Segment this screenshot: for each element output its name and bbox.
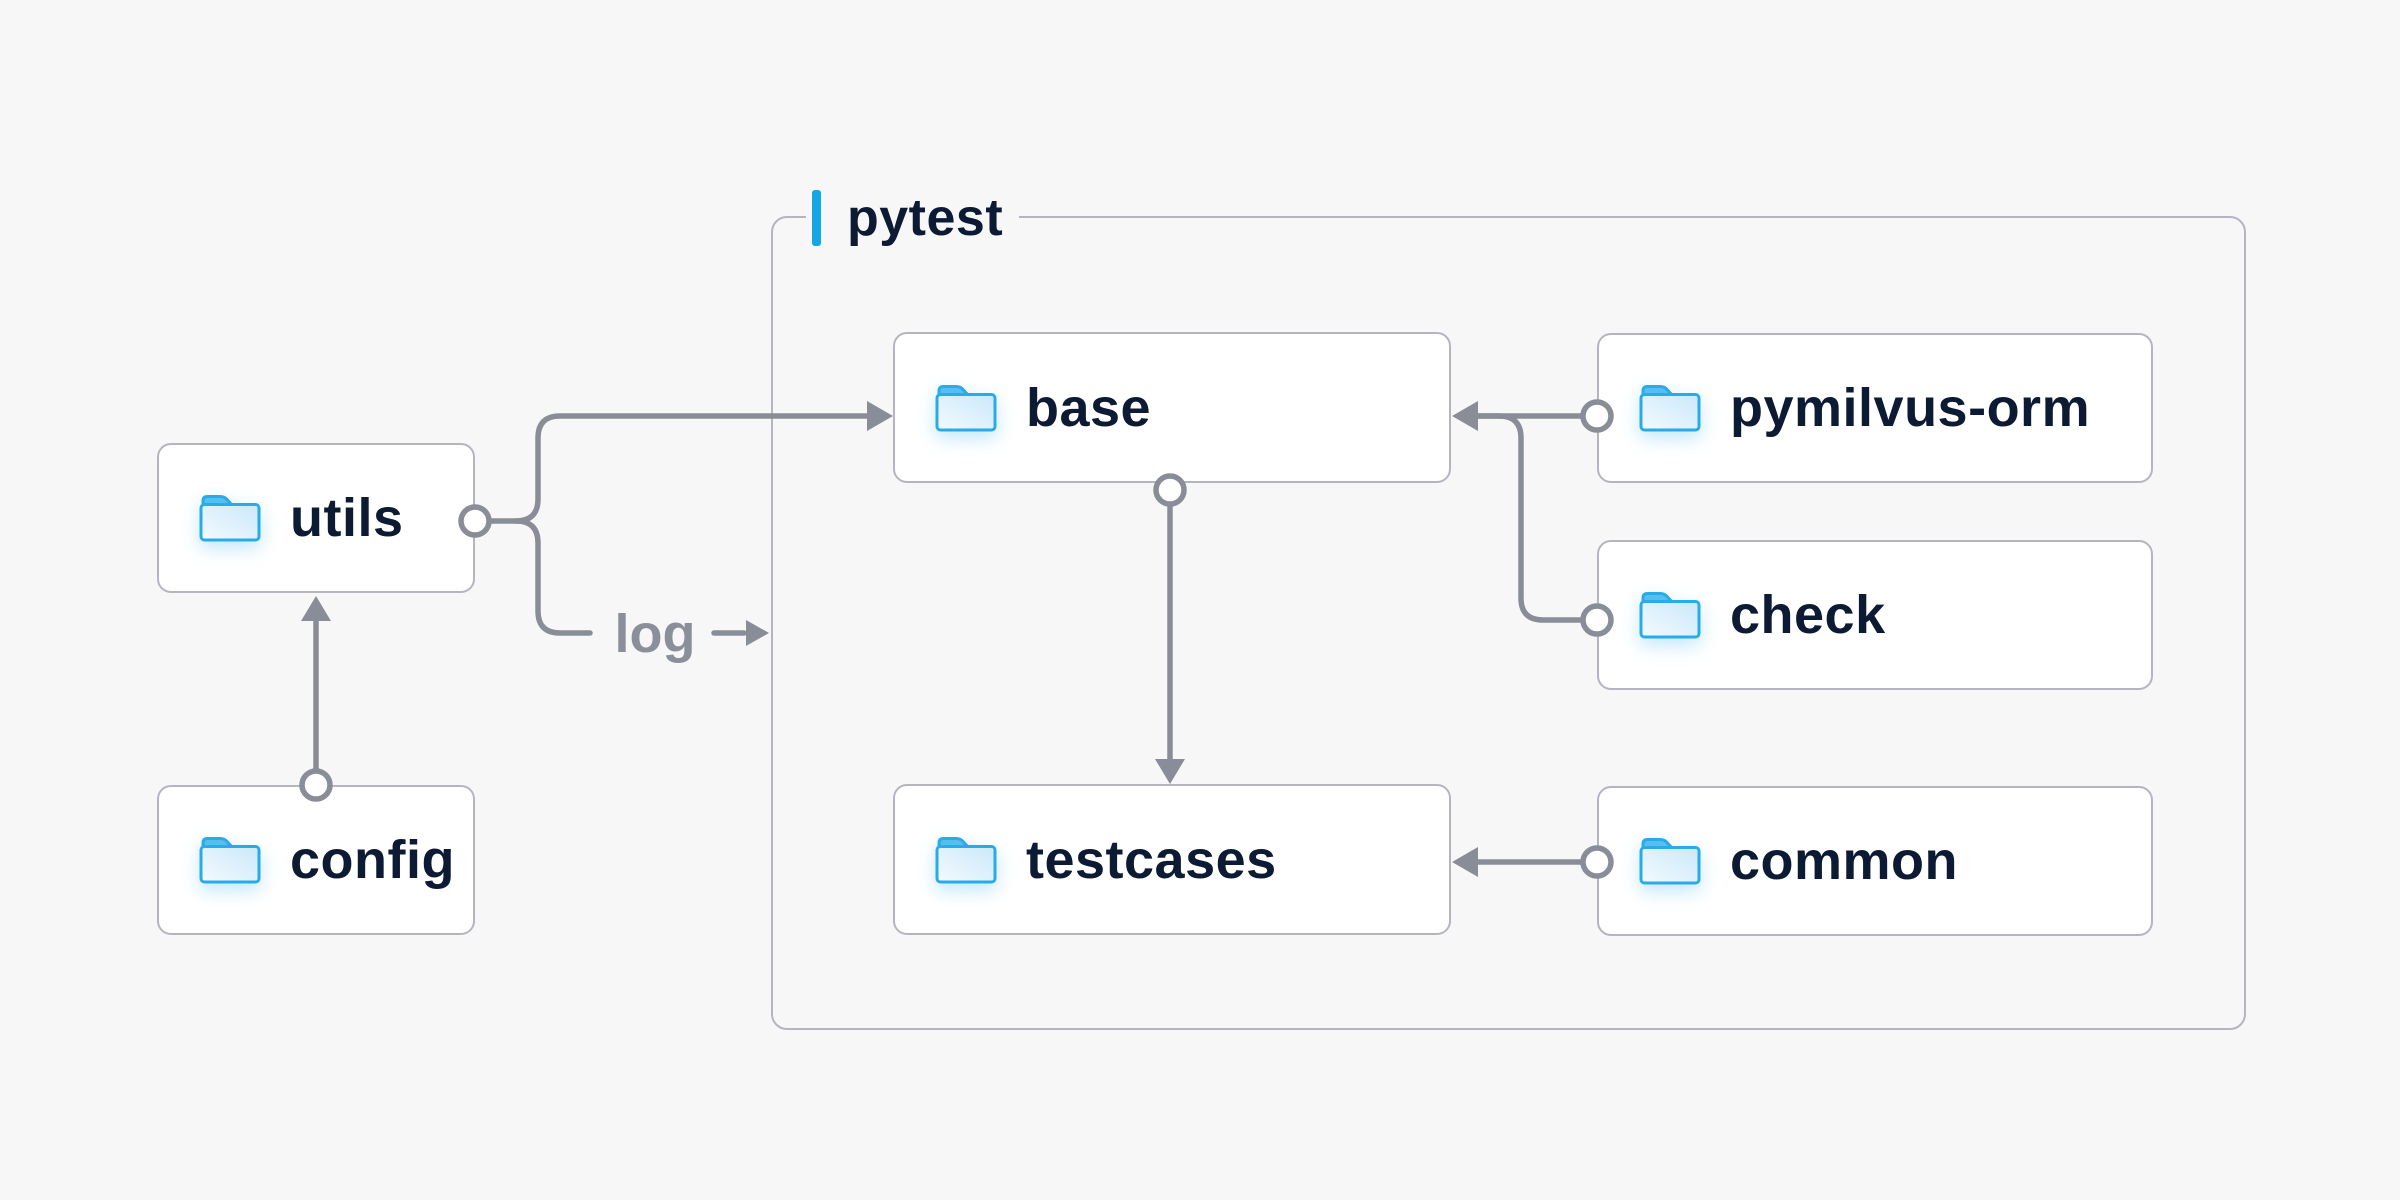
arrowhead-icon xyxy=(301,596,331,621)
node-base: base xyxy=(893,332,1451,483)
edge-label-log: log xyxy=(603,603,707,665)
node-pymilvus-orm-label: pymilvus-orm xyxy=(1730,378,2091,438)
node-config: config xyxy=(157,785,475,935)
node-common: common xyxy=(1597,786,2153,936)
folder-icon xyxy=(1639,838,1701,885)
folder-icon xyxy=(935,836,997,883)
accent-bar-icon xyxy=(812,190,821,246)
folder-icon xyxy=(1639,592,1701,639)
node-testcases: testcases xyxy=(893,784,1451,935)
node-pymilvus-orm: pymilvus-orm xyxy=(1597,333,2153,483)
node-testcases-label: testcases xyxy=(1026,829,1277,890)
folder-icon xyxy=(199,495,261,542)
node-common-label: common xyxy=(1730,831,1959,891)
folder-icon xyxy=(199,837,261,884)
edge-config-utils xyxy=(301,596,331,772)
pytest-group-label-text: pytest xyxy=(847,189,1004,247)
pytest-group-label: pytest xyxy=(806,188,1020,248)
node-check: check xyxy=(1597,540,2153,690)
pytest-group-container xyxy=(771,216,2246,1030)
node-check-label: check xyxy=(1730,585,1886,645)
folder-icon xyxy=(935,384,997,431)
node-utils-label: utils xyxy=(290,488,404,548)
node-utils: utils xyxy=(157,443,475,593)
node-base-label: base xyxy=(1026,377,1152,438)
node-config-label: config xyxy=(290,830,455,890)
arrowhead-icon xyxy=(746,620,769,646)
folder-icon xyxy=(1639,385,1701,432)
